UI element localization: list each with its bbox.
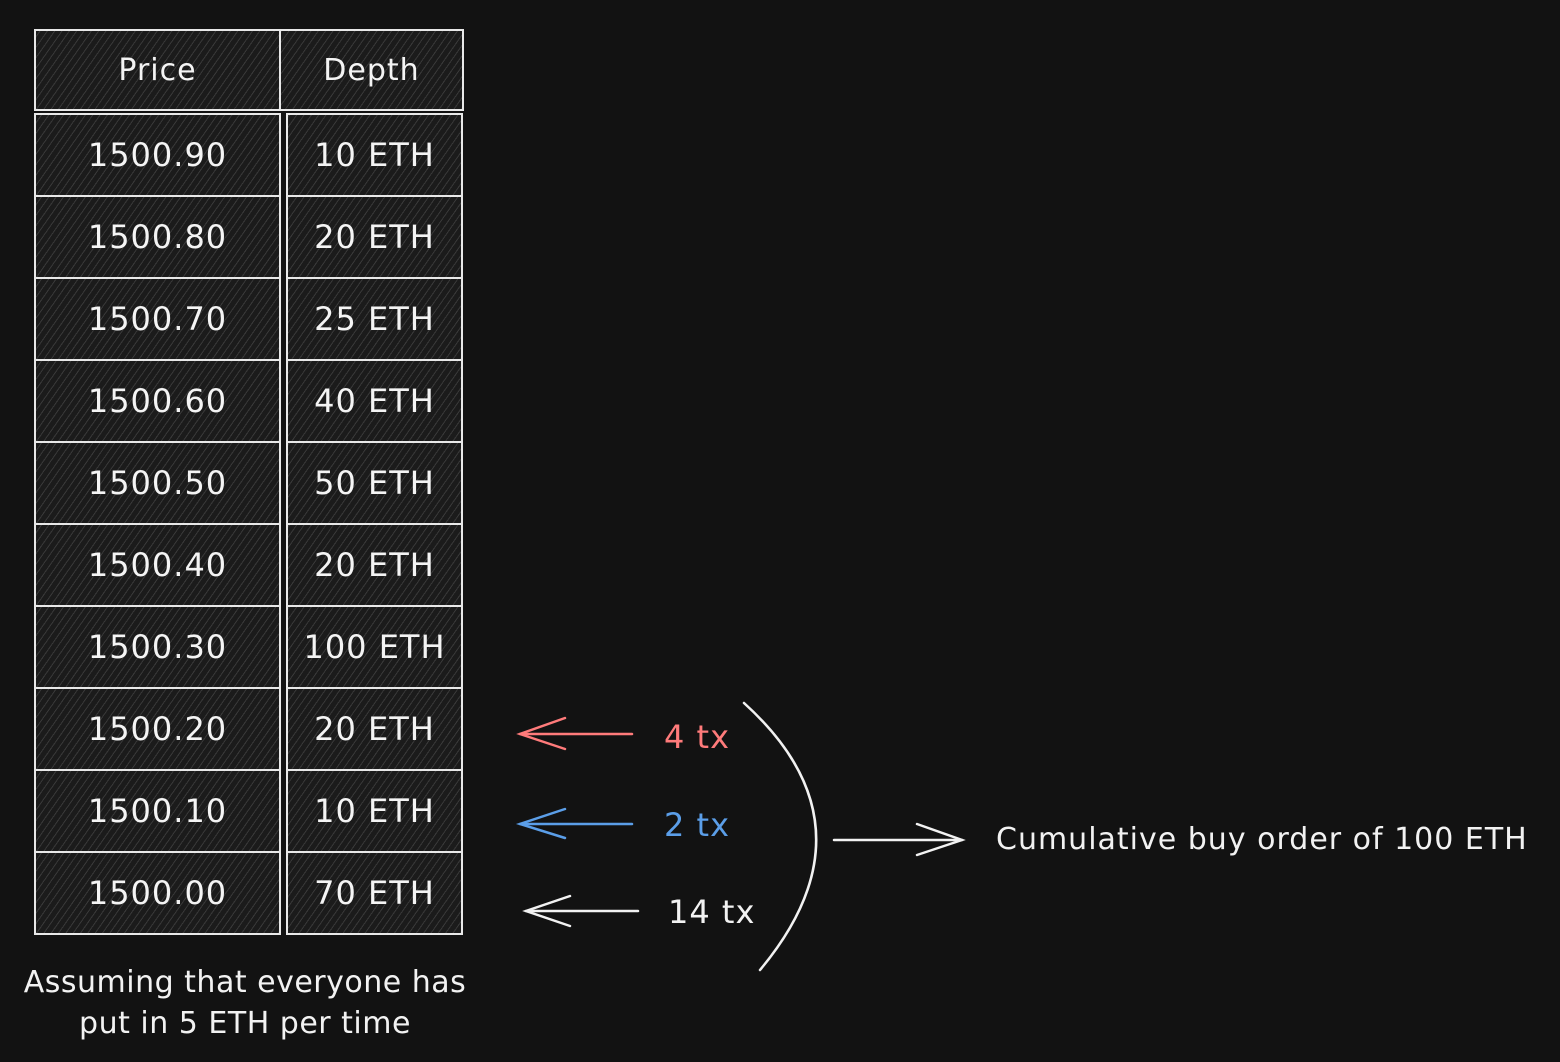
depth-value: 20 ETH — [314, 710, 435, 748]
depth-cell: 10 ETH — [286, 769, 463, 853]
price-cell: 1500.60 — [34, 359, 281, 443]
label-4-tx: 4 tx — [664, 718, 731, 756]
price-cell: 1500.00 — [34, 851, 281, 935]
arrow-4-tx — [516, 716, 634, 751]
price-value: 1500.00 — [87, 874, 228, 912]
depth-value: 40 ETH — [314, 382, 435, 420]
summary-label: Cumulative buy order of 100 ETH — [996, 822, 1528, 857]
depth-value: 100 ETH — [303, 628, 446, 666]
arrow-14-tx — [522, 894, 640, 928]
depth-cell: 40 ETH — [286, 359, 463, 443]
price-cell: 1500.20 — [34, 687, 281, 771]
label-14-tx: 14 tx — [668, 893, 756, 931]
depth-value: 50 ETH — [314, 464, 435, 502]
depth-cell: 20 ETH — [286, 687, 463, 771]
depth-cell: 25 ETH — [286, 277, 463, 361]
depth-cell: 20 ETH — [286, 523, 463, 607]
depth-value: 10 ETH — [314, 136, 435, 174]
assumption-note-line2: put in 5 ETH per time — [79, 1006, 411, 1041]
price-cell: 1500.90 — [34, 113, 281, 197]
depth-cell: 100 ETH — [286, 605, 463, 689]
price-cell: 1500.50 — [34, 441, 281, 525]
header-depth-label: Depth — [323, 52, 420, 88]
arrow-2-tx — [515, 807, 634, 840]
price-value: 1500.80 — [87, 218, 228, 256]
depth-value: 20 ETH — [314, 218, 435, 256]
depth-value: 10 ETH — [314, 792, 435, 830]
header-price: Price — [34, 29, 281, 111]
price-cell: 1500.10 — [34, 769, 281, 853]
price-value: 1500.50 — [87, 464, 228, 502]
price-value: 1500.60 — [87, 382, 228, 420]
price-cell: 1500.40 — [34, 523, 281, 607]
header-depth: Depth — [279, 29, 464, 111]
price-value: 1500.30 — [87, 628, 228, 666]
header-price-label: Price — [118, 52, 197, 88]
assumption-note-line1: Assuming that everyone has — [23, 965, 467, 1000]
arrow-to-summary — [832, 822, 966, 857]
depth-cell: 20 ETH — [286, 195, 463, 279]
price-value: 1500.10 — [87, 792, 228, 830]
assumption-note: Assuming that everyone has put in 5 ETH … — [10, 962, 480, 1044]
depth-value: 25 ETH — [314, 300, 435, 338]
label-2-tx: 2 tx — [664, 806, 731, 844]
depth-cell: 50 ETH — [286, 441, 463, 525]
price-value: 1500.70 — [87, 300, 228, 338]
depth-value: 20 ETH — [314, 546, 435, 584]
price-value: 1500.40 — [87, 546, 228, 584]
depth-value: 70 ETH — [314, 874, 435, 912]
depth-cell: 70 ETH — [286, 851, 463, 935]
price-cell: 1500.30 — [34, 605, 281, 689]
grouping-bracket — [742, 701, 818, 972]
price-cell: 1500.80 — [34, 195, 281, 279]
price-value: 1500.20 — [87, 710, 228, 748]
price-cell: 1500.70 — [34, 277, 281, 361]
price-value: 1500.90 — [87, 136, 228, 174]
